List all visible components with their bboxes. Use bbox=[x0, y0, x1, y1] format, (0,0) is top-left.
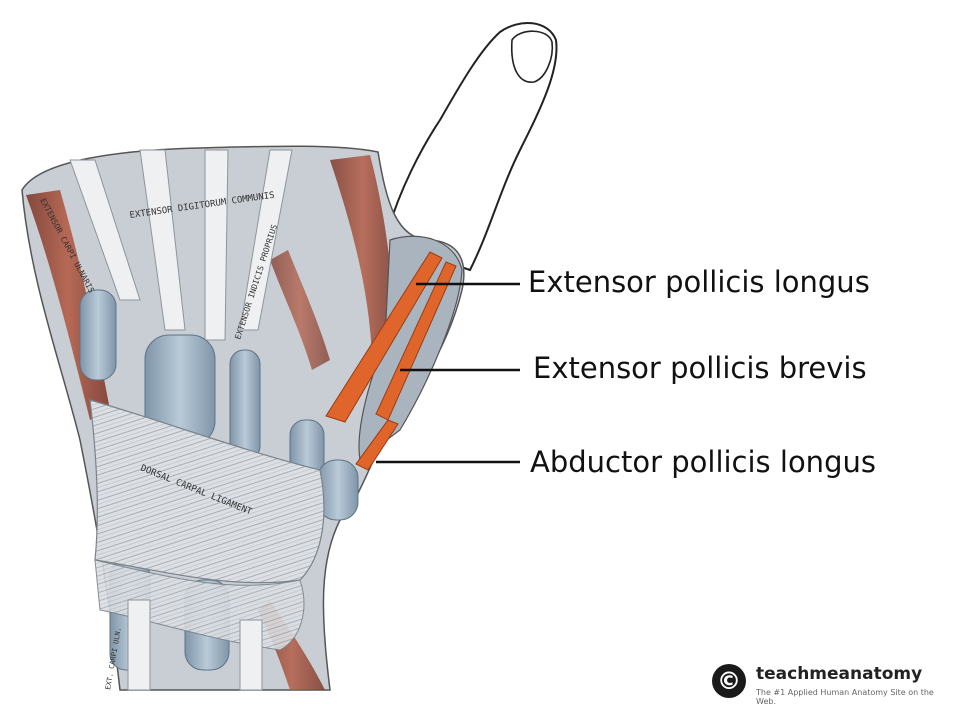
tendon-digit-1 bbox=[69, 159, 141, 301]
label-extensor-pollicis-longus: Extensor pollicis longus bbox=[528, 265, 870, 299]
muscle-right bbox=[330, 155, 395, 360]
sheath-3 bbox=[229, 349, 261, 461]
tendon-digit-2 bbox=[139, 149, 186, 331]
thumb-outline bbox=[386, 21, 558, 272]
tendon-extensor-pollicis-longus bbox=[325, 251, 443, 423]
logo-name: teachmeanatomy bbox=[756, 664, 923, 684]
thumbnail-outline bbox=[510, 30, 554, 83]
tendon-digit-4 bbox=[239, 149, 293, 331]
label-abductor-pollicis-longus: Abductor pollicis longus bbox=[530, 445, 876, 479]
label-extensor-pollicis-brevis: Extensor pollicis brevis bbox=[533, 351, 867, 385]
logo-tagline: The #1 Applied Human Anatomy Site on the… bbox=[756, 688, 934, 706]
forearm-tendon-left bbox=[127, 599, 151, 691]
copyright-icon: © bbox=[712, 664, 746, 698]
tendon-digit-3 bbox=[204, 149, 229, 341]
teachmeanatomy-logo: © teachmeanatomy The #1 Applied Human An… bbox=[712, 664, 952, 706]
sheath-1 bbox=[79, 289, 117, 381]
tendon-abductor-pollicis-longus bbox=[355, 419, 399, 471]
muscle-mid bbox=[270, 250, 330, 370]
forearm-tendon-right bbox=[239, 619, 263, 691]
